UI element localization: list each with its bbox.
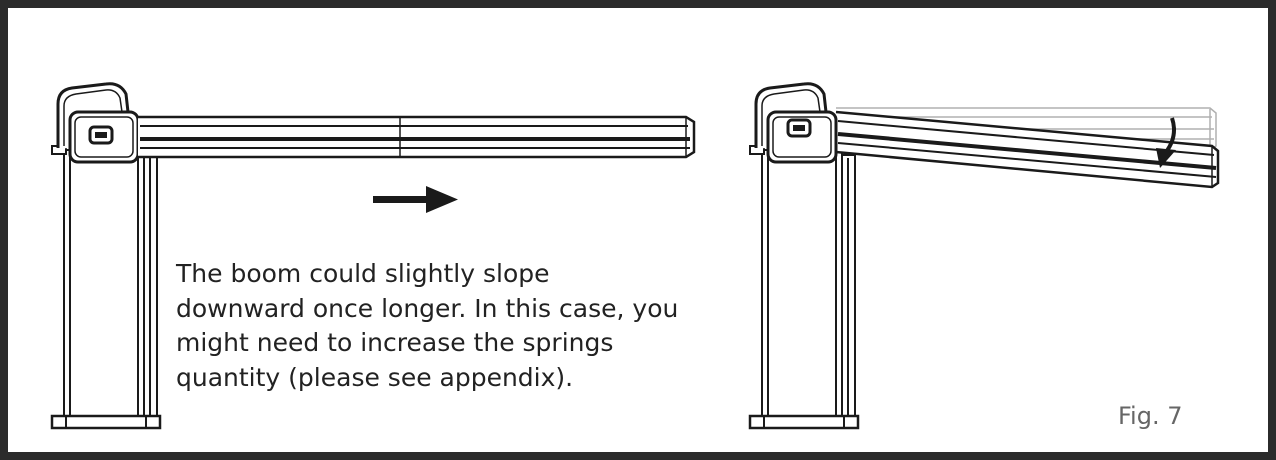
barrier-post-right bbox=[748, 145, 860, 430]
caption-text: The boom could slightly slope downward o… bbox=[176, 257, 776, 395]
hub-lock-icon-left bbox=[88, 125, 114, 145]
curved-arrow-down-icon bbox=[1156, 117, 1176, 168]
figure-label: Fig. 7 bbox=[1118, 402, 1183, 430]
caption-line: might need to increase the springs bbox=[176, 328, 614, 357]
barrier-left bbox=[50, 82, 162, 430]
boom-arm-right-sloped bbox=[835, 110, 1220, 189]
arrow-right-icon bbox=[373, 186, 458, 213]
hub-lock-icon-right bbox=[786, 118, 812, 138]
boom-arm-left bbox=[138, 115, 696, 159]
barrier-post-left bbox=[50, 145, 162, 430]
caption-line: quantity (please see appendix). bbox=[176, 362, 574, 392]
caption-line: downward once longer. In this case, you bbox=[176, 293, 679, 323]
caption-line: The boom could slightly slope bbox=[176, 259, 550, 288]
boom-hub-right bbox=[766, 110, 838, 164]
